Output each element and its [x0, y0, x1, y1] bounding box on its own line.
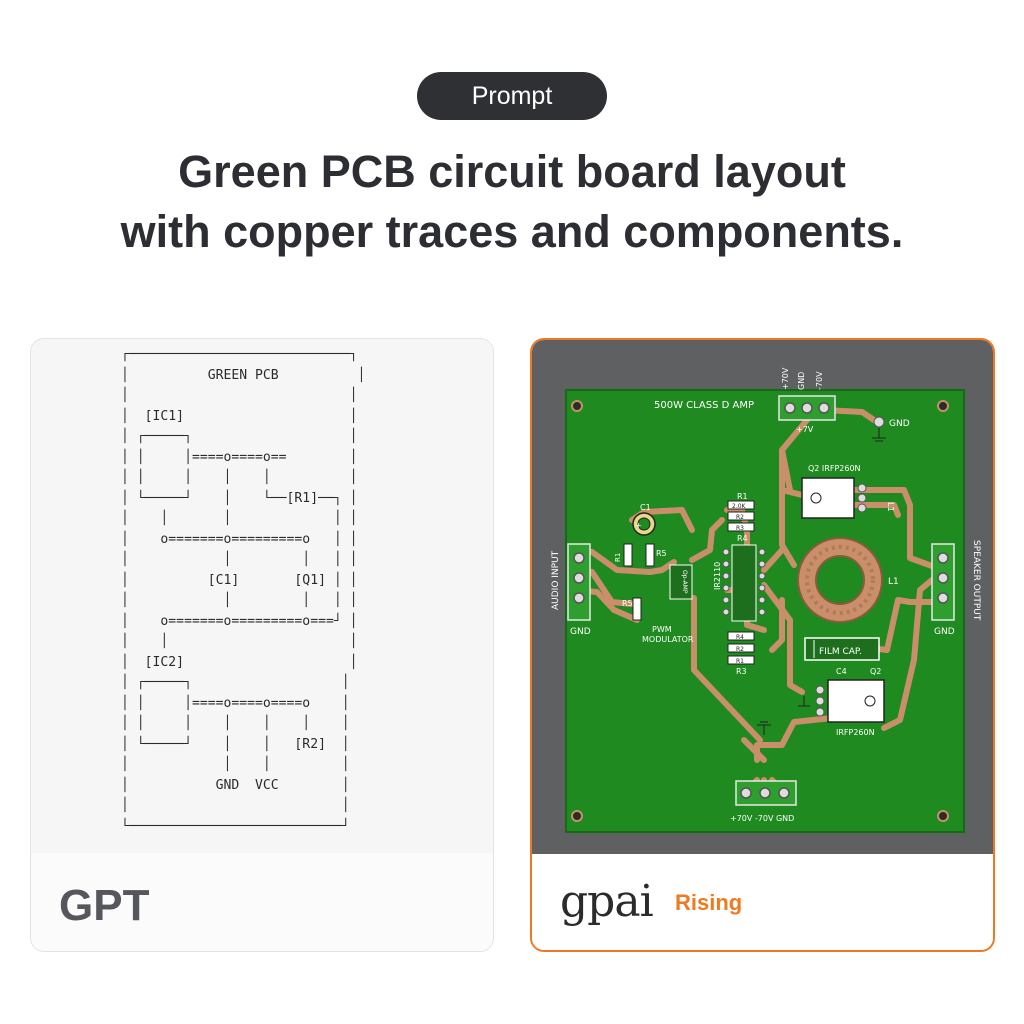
- svg-text:FILM CAP.: FILM CAP.: [819, 647, 862, 657]
- svg-text:Q2: Q2: [870, 667, 881, 676]
- svg-text:+: +: [635, 521, 642, 530]
- gpt-card-footer: GPT: [31, 853, 493, 951]
- film-capacitor-c4: FILM CAP. C4: [804, 637, 880, 676]
- title-line-1: Green PCB circuit board layout: [178, 146, 846, 197]
- l1-coil-label: L1: [888, 577, 899, 587]
- svg-text:MODULATOR: MODULATOR: [642, 635, 694, 644]
- svg-text:+7V: +7V: [796, 425, 814, 434]
- ground-symbol-bottom: [757, 721, 771, 735]
- q2-top-transistor: Q2 IRFP260N L1: [801, 464, 895, 519]
- top-terminal-block: +70V GND -70V +7V: [778, 367, 836, 434]
- svg-text:L1: L1: [886, 502, 895, 512]
- svg-text:R5: R5: [622, 599, 633, 608]
- ascii-diagram-area: ┌────────────────────────────┐ │ GREEN P…: [31, 339, 493, 853]
- svg-text:+70V -70V GND: +70V -70V GND: [730, 814, 794, 823]
- svg-text:R1: R1: [736, 658, 744, 665]
- svg-text:PWM: PWM: [652, 625, 672, 634]
- gpai-card-footer: gpai Rising: [532, 854, 993, 950]
- svg-text:GND: GND: [934, 627, 955, 637]
- svg-text:GND: GND: [889, 419, 910, 429]
- small-resistors: R1 R5 R5: [614, 543, 667, 621]
- mounting-holes: [571, 400, 949, 822]
- svg-text:AUDIO INPUT: AUDIO INPUT: [551, 550, 561, 610]
- rising-badge: Rising: [675, 890, 743, 915]
- q2-bottom-transistor: Q2 IRFP260N: [798, 667, 885, 737]
- inductor-l1: L1: [797, 537, 899, 623]
- gpai-result-card[interactable]: L1 +70V GND -70V +7V 500W CLASS D AMP GN…: [530, 338, 995, 952]
- board-title: 500W CLASS D AMP: [654, 400, 754, 411]
- svg-text:2.0K: 2.0K: [732, 503, 747, 510]
- model-label-gpt: GPT: [59, 881, 150, 930]
- opamp-chip: Op-AMP PWM MODULATOR: [642, 564, 694, 644]
- svg-text:R4: R4: [736, 634, 744, 641]
- svg-text:R1: R1: [614, 553, 622, 562]
- bottom-terminal-block: +70V -70V GND: [730, 780, 797, 823]
- speaker-output-terminal: SPEAKER OUTPUT GND: [931, 540, 981, 637]
- svg-text:IR2110: IR2110: [713, 562, 722, 590]
- svg-text:Op-AMP: Op-AMP: [681, 570, 688, 594]
- resistor-bank-top: R1 2.0K R2 R3 R4: [727, 492, 755, 543]
- prompt-pill: Prompt: [417, 72, 607, 120]
- capacitor-c1: C1 +: [632, 503, 656, 536]
- resistor-bank-bottom: R4 R2 R1 R3: [727, 631, 755, 676]
- svg-text:SPEAKER OUTPUT: SPEAKER OUTPUT: [971, 540, 981, 621]
- svg-text:GND: GND: [570, 627, 591, 637]
- svg-text:IRFP260N: IRFP260N: [836, 728, 875, 737]
- gnd-marker-top: GND: [872, 416, 910, 442]
- svg-text:Q2 IRFP260N: Q2 IRFP260N: [808, 464, 861, 473]
- svg-text:R1: R1: [737, 492, 748, 501]
- svg-text:R2: R2: [736, 646, 744, 653]
- svg-text:C1: C1: [640, 503, 651, 512]
- gpt-result-card[interactable]: ┌────────────────────────────┐ │ GREEN P…: [30, 338, 494, 952]
- pcb-image-area: L1 +70V GND -70V +7V 500W CLASS D AMP GN…: [532, 340, 993, 854]
- ascii-pcb-diagram: ┌────────────────────────────┐ │ GREEN P…: [121, 347, 366, 834]
- prompt-title: Green PCB circuit board layout with copp…: [0, 142, 1024, 262]
- svg-text:+70V: +70V: [781, 367, 790, 390]
- audio-input-terminal: AUDIO INPUT GND: [551, 543, 591, 637]
- svg-text:R2: R2: [736, 514, 744, 521]
- svg-text:C4: C4: [836, 667, 847, 676]
- pcb-board-illustration: L1 +70V GND -70V +7V 500W CLASS D AMP GN…: [551, 367, 981, 833]
- svg-text:R5: R5: [656, 549, 667, 558]
- svg-text:-70V: -70V: [815, 371, 824, 390]
- ir2110-chip: IR2110: [713, 544, 766, 622]
- svg-text:R3: R3: [736, 667, 747, 676]
- model-label-gpai: gpai: [560, 876, 654, 927]
- svg-text:R4: R4: [737, 534, 748, 543]
- svg-text:R3: R3: [736, 525, 744, 532]
- title-line-2: with copper traces and components.: [120, 206, 904, 257]
- svg-text:GND: GND: [797, 372, 806, 390]
